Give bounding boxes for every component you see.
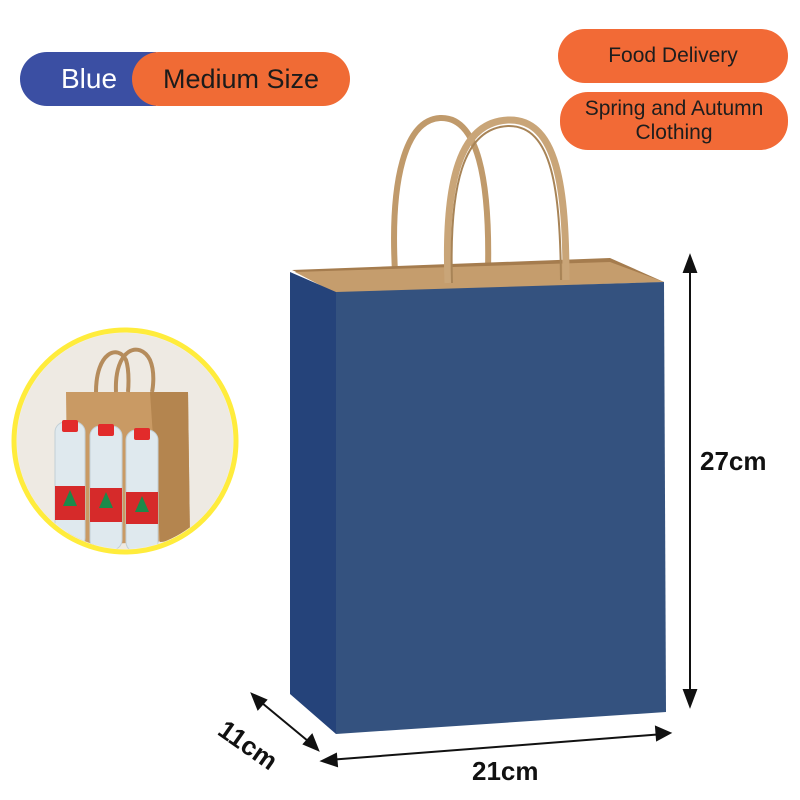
bag-rim: [295, 262, 664, 293]
water-bottle: [54, 420, 86, 549]
height-arrow: [682, 253, 698, 709]
bag-handle-front: [443, 116, 570, 284]
tag-spring-line1: Spring and Autumn: [584, 97, 764, 120]
tag-spring-line2: Clothing: [635, 121, 713, 144]
height-label: 27cm: [700, 446, 767, 476]
size-label: Medium Size: [132, 52, 350, 106]
bag-handle-front-shadow: [450, 124, 562, 284]
width-arrow: [319, 725, 673, 768]
water-bottle: [89, 424, 123, 549]
tag-food-delivery: Food Delivery: [558, 29, 788, 83]
width-label: 21cm: [472, 756, 539, 786]
usage-inset: [11, 327, 239, 555]
size-badge: Blue Medium Size: [20, 52, 350, 106]
depth-arrow: [250, 692, 320, 752]
bag-handle-back: [391, 114, 492, 273]
bag-front-panel: [336, 282, 666, 734]
bag-side-panel: [290, 272, 336, 734]
tag-spring-autumn-clothing: Spring and Autumn Clothing: [560, 92, 788, 150]
water-bottle: [125, 428, 159, 549]
